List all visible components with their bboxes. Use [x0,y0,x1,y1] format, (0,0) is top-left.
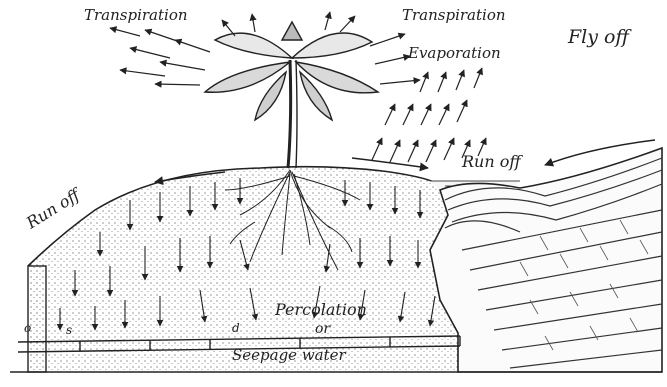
evaporation-arrow [421,104,431,125]
plant-bud [282,22,302,40]
left-wall [28,266,46,372]
evaporation-arrow [390,140,400,162]
label-or: or [315,322,330,336]
transpiration-arrow [160,62,205,70]
evaporation-arrows [372,68,486,162]
evaporation-arrow [444,138,454,160]
transpiration-arrow [130,48,170,58]
evaporation-arrow [456,70,464,90]
evaporation-arrow [474,68,482,88]
evaporation-arrow [420,72,428,92]
evaporation-arrow [426,140,436,162]
label-run-off-right: Run off [462,154,521,170]
label-transpiration-right: Transpiration [402,8,506,23]
transpiration-arrow [340,16,355,32]
evaporation-arrow [457,100,467,122]
label-pipe-mark-o: o [24,322,31,334]
transpiration-arrow [155,84,200,85]
transpiration-arrow [325,12,330,30]
transpiration-arrow [222,20,235,36]
label-pipe-mark-d: d [232,322,240,334]
transpiration-arrow [375,56,410,64]
transpiration-arrow [120,70,165,76]
transpiration-arrow [175,40,210,52]
evaporation-arrow [385,104,395,125]
evaporation-arrow [408,140,418,162]
label-percolation: Percolation [275,302,367,318]
evaporation-arrow [438,72,446,92]
run-off-arrow-right [352,158,428,168]
evaporation-arrow [403,104,413,125]
plant-leaf [215,33,292,58]
evaporation-arrow [372,138,382,160]
label-transpiration-left: Transpiration [84,8,188,23]
transpiration-arrow [252,14,255,32]
transpiration-arrow [380,80,420,84]
transpiration-arrow [145,30,180,42]
plant-leaf [292,33,372,58]
plant [205,22,378,168]
label-pipe-mark-s: s [66,324,72,336]
label-evaporation: Evaporation [408,46,501,61]
transpiration-arrow [110,28,140,36]
transpiration-arrows-left [110,14,255,85]
transpiration-arrow [370,34,405,46]
label-fly-off: Fly off [568,28,629,47]
label-seepage-water: Seepage water [232,348,346,363]
evaporation-arrow [439,104,449,125]
